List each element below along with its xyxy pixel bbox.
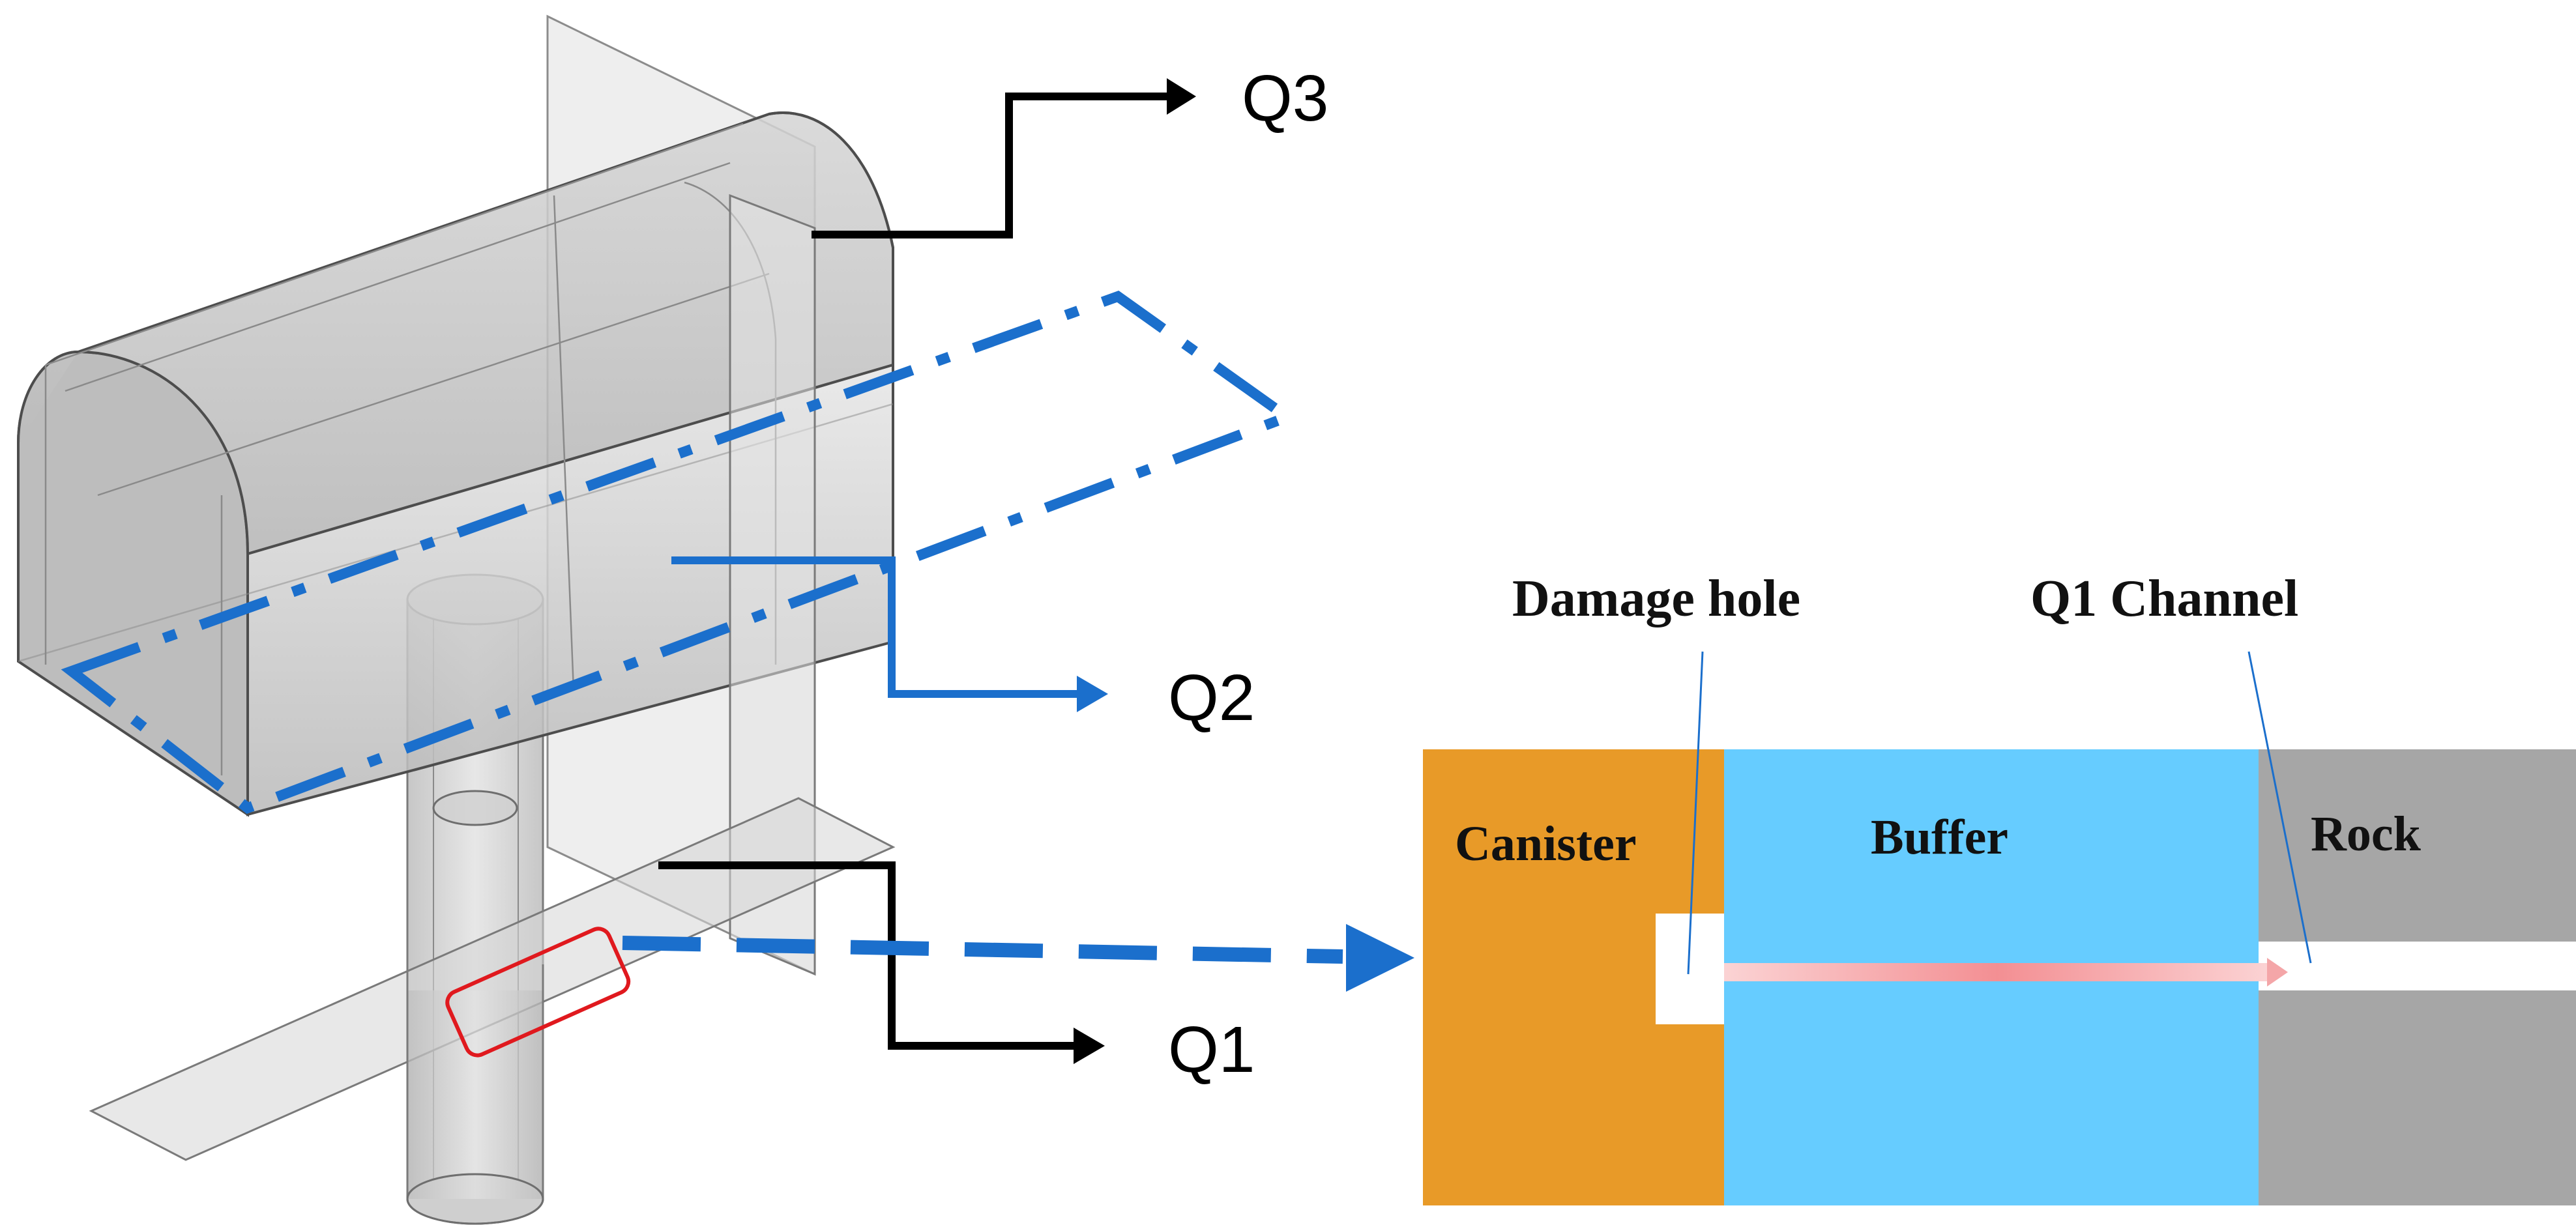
label-q3: Q3 (1242, 62, 1328, 135)
damage-region-highlight (445, 927, 631, 1058)
callout-line-q2 (671, 556, 1082, 698)
plane-q1 (89, 797, 896, 1161)
callout-line-q1 (658, 861, 1079, 1050)
detail-link-line (622, 936, 1343, 964)
plane-q3-front (729, 194, 816, 976)
section-outline-q2 (61, 291, 1298, 814)
label-q1: Q1 (1168, 1013, 1255, 1086)
callout-arrowhead-q3 (1167, 78, 1196, 115)
label-q2: Q2 (1168, 661, 1255, 734)
q1-channel-gap (2259, 942, 2576, 990)
leader-damage-hole (1687, 651, 1704, 975)
label-q1-channel: Q1 Channel (2030, 570, 2298, 627)
label-rock: Rock (2311, 807, 2422, 861)
callout-arrowhead-q1 (1074, 1028, 1105, 1064)
model-3d (17, 14, 896, 1225)
label-buffer: Buffer (1871, 810, 2008, 865)
detail-section: Canister Buffer Rock Damage hole Q1 Chan… (1423, 570, 2576, 1205)
leader-q1-channel (2247, 651, 2312, 964)
zone-rock-lower (2259, 990, 2576, 1205)
callout-arrowhead-q2 (1077, 676, 1108, 712)
tunnel-far-end (768, 111, 894, 642)
zone-rock-upper (2259, 749, 2576, 942)
label-damage-hole: Damage hole (1512, 570, 1800, 627)
flow-arrow-body (1724, 963, 2270, 981)
label-canister: Canister (1455, 816, 1637, 871)
callout-line-q3 (812, 93, 1173, 238)
flow-arrow-head (2267, 958, 2288, 987)
detail-link-arrowhead (1346, 924, 1414, 992)
